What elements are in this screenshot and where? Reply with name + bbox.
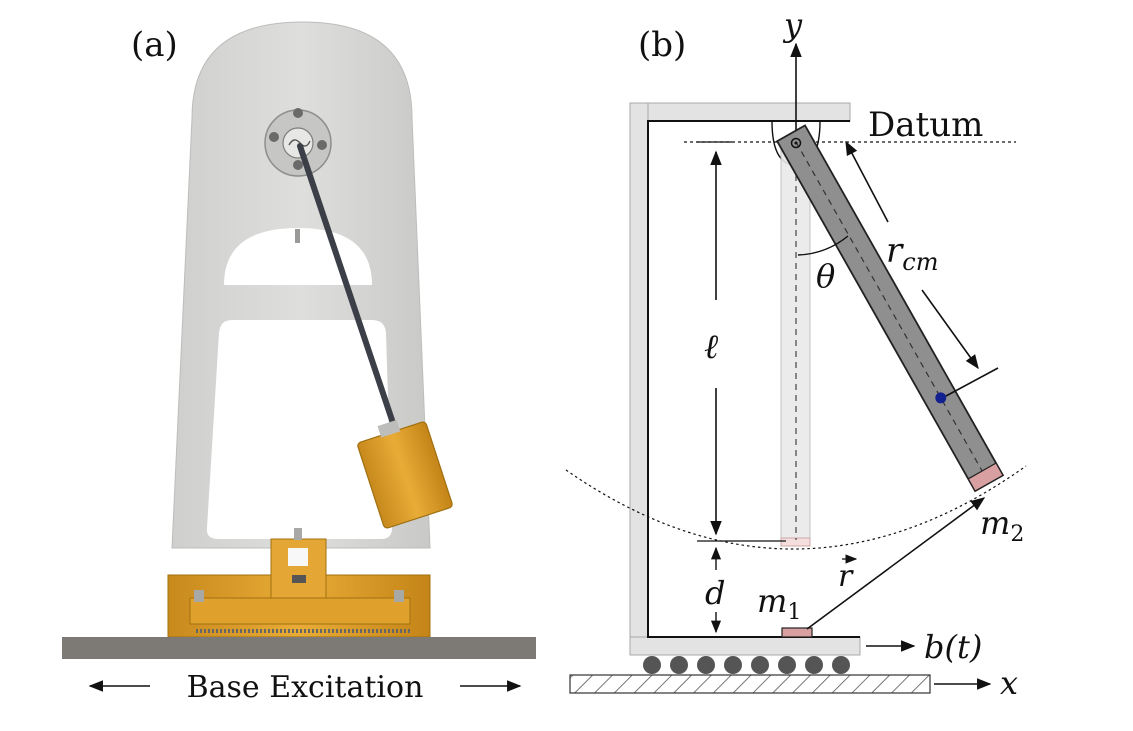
rcm-sub: cm xyxy=(902,248,938,276)
datum-label: Datum xyxy=(868,105,983,145)
x-axis-label: x xyxy=(1000,664,1018,702)
frame-top-bar xyxy=(629,102,851,122)
d-label: d xyxy=(705,574,725,612)
pivot-pin xyxy=(790,137,802,149)
base-motion-label: b(t) xyxy=(924,628,982,666)
r-vector xyxy=(806,497,986,630)
pivot-pin-center xyxy=(794,141,798,145)
swing-arc xyxy=(565,465,1027,550)
rcm-main: r xyxy=(886,231,904,271)
pendulum-rod xyxy=(297,143,399,435)
hub-bolt xyxy=(269,132,279,142)
hub-bolt xyxy=(293,160,303,170)
encoder-symbol xyxy=(288,139,311,147)
floor-slab xyxy=(62,637,536,659)
theta-arc xyxy=(797,235,849,256)
pendulum-mass xyxy=(357,419,453,529)
clamp-slot xyxy=(288,548,308,566)
base-excitation-caption: Base Excitation xyxy=(187,670,424,705)
m2-label: m2 xyxy=(980,504,1024,547)
clamp-stud xyxy=(194,590,204,602)
frame-base-bar xyxy=(629,636,861,656)
panel-a-label: (a) xyxy=(131,25,178,65)
panel-a: (a) xyxy=(62,21,536,705)
ell-label: ℓ xyxy=(704,327,718,367)
hub-bolt xyxy=(317,140,327,150)
m1-marker xyxy=(781,627,813,638)
frame-left-post xyxy=(629,102,649,656)
clamp-stud xyxy=(394,590,404,602)
rcm-label: rcm xyxy=(886,231,938,276)
ground-hatch xyxy=(569,674,931,694)
m2-main: m xyxy=(980,504,1010,542)
r-vector-label: r xyxy=(838,559,854,594)
m1-sub: 1 xyxy=(787,600,801,625)
m2-sub: 2 xyxy=(1010,522,1024,547)
clamp-rail xyxy=(189,597,411,625)
frame-inner-outline xyxy=(647,120,860,638)
clamp-stud xyxy=(294,528,302,540)
arch-stud xyxy=(295,229,300,243)
panel-b-label: (b) xyxy=(638,25,686,65)
m1-label: m1 xyxy=(757,582,801,625)
rollers xyxy=(643,656,850,674)
pendulum-bar xyxy=(775,124,1005,493)
pivot-bearing xyxy=(282,127,314,159)
m1-main: m xyxy=(757,582,787,620)
plate-cutout-window xyxy=(206,320,392,539)
panel-b: (b) y Datum xyxy=(565,6,1027,702)
hub-bolt xyxy=(293,108,303,118)
rcm-tick xyxy=(945,367,999,397)
theta-label: θ xyxy=(816,257,835,295)
y-axis-label: y xyxy=(782,6,803,44)
clamp-bolt xyxy=(292,575,306,583)
rcm-arrow-top xyxy=(845,140,889,223)
rcm-arrow-bottom xyxy=(921,289,979,370)
